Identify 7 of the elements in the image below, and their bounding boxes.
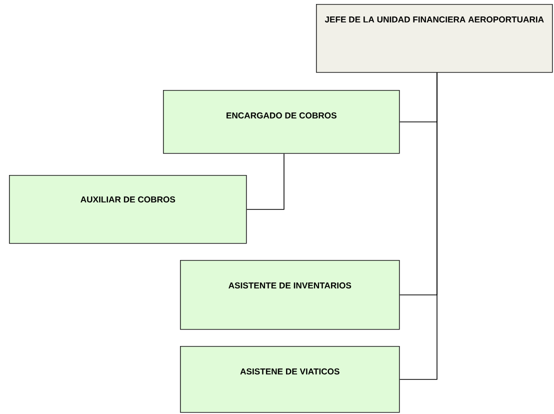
- role-box: ASISTENTE DE INVENTARIOS: [180, 260, 400, 330]
- role-box: AUXILIAR DE COBROS: [9, 174, 247, 244]
- role-box: ENCARGADO DE COBROS: [163, 90, 400, 154]
- connector-line: [246, 153, 284, 210]
- connector-line: [399, 72, 438, 380]
- title-box: JEFE DE LA UNIDAD FINANCIERA AEROPORTUARIA: [316, 4, 553, 73]
- role-box: ASISTENE DE VIATICOS: [180, 346, 400, 413]
